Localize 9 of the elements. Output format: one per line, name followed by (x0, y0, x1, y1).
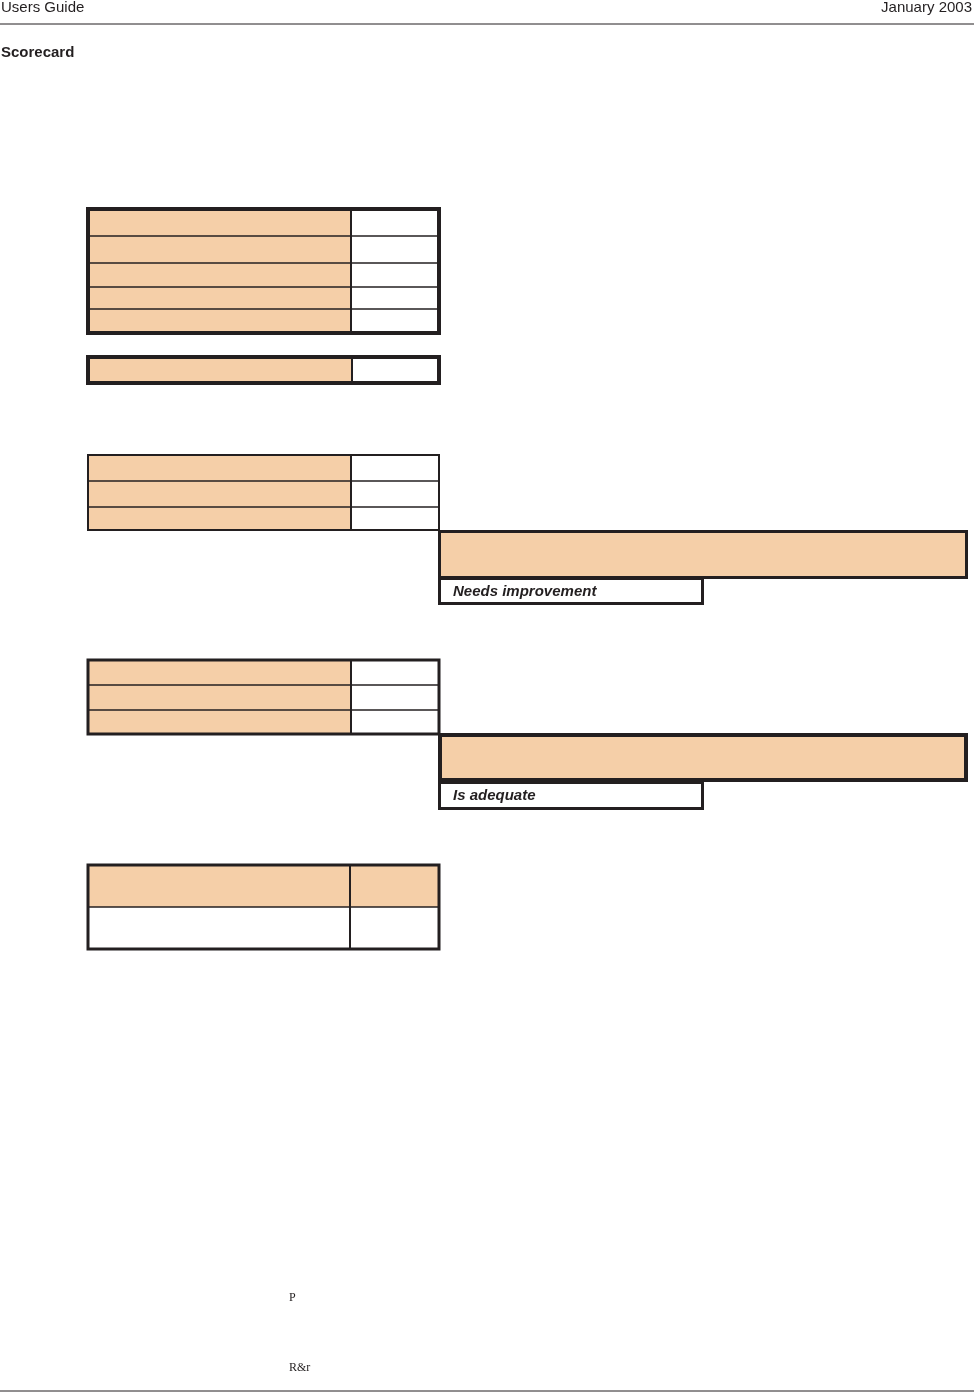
header-text: Users Guide (1, 0, 85, 15)
shaded-bar (438, 530, 968, 579)
page-title: Scorecard (1, 43, 75, 60)
header-date: January 2003 (881, 0, 972, 15)
shaded-bar (438, 733, 968, 782)
footer-mark: P (289, 1290, 296, 1305)
rating-box: Is adequate (438, 781, 704, 810)
rating-box: Needs improvement (438, 577, 704, 605)
footer-mark: R&r (289, 1360, 311, 1375)
